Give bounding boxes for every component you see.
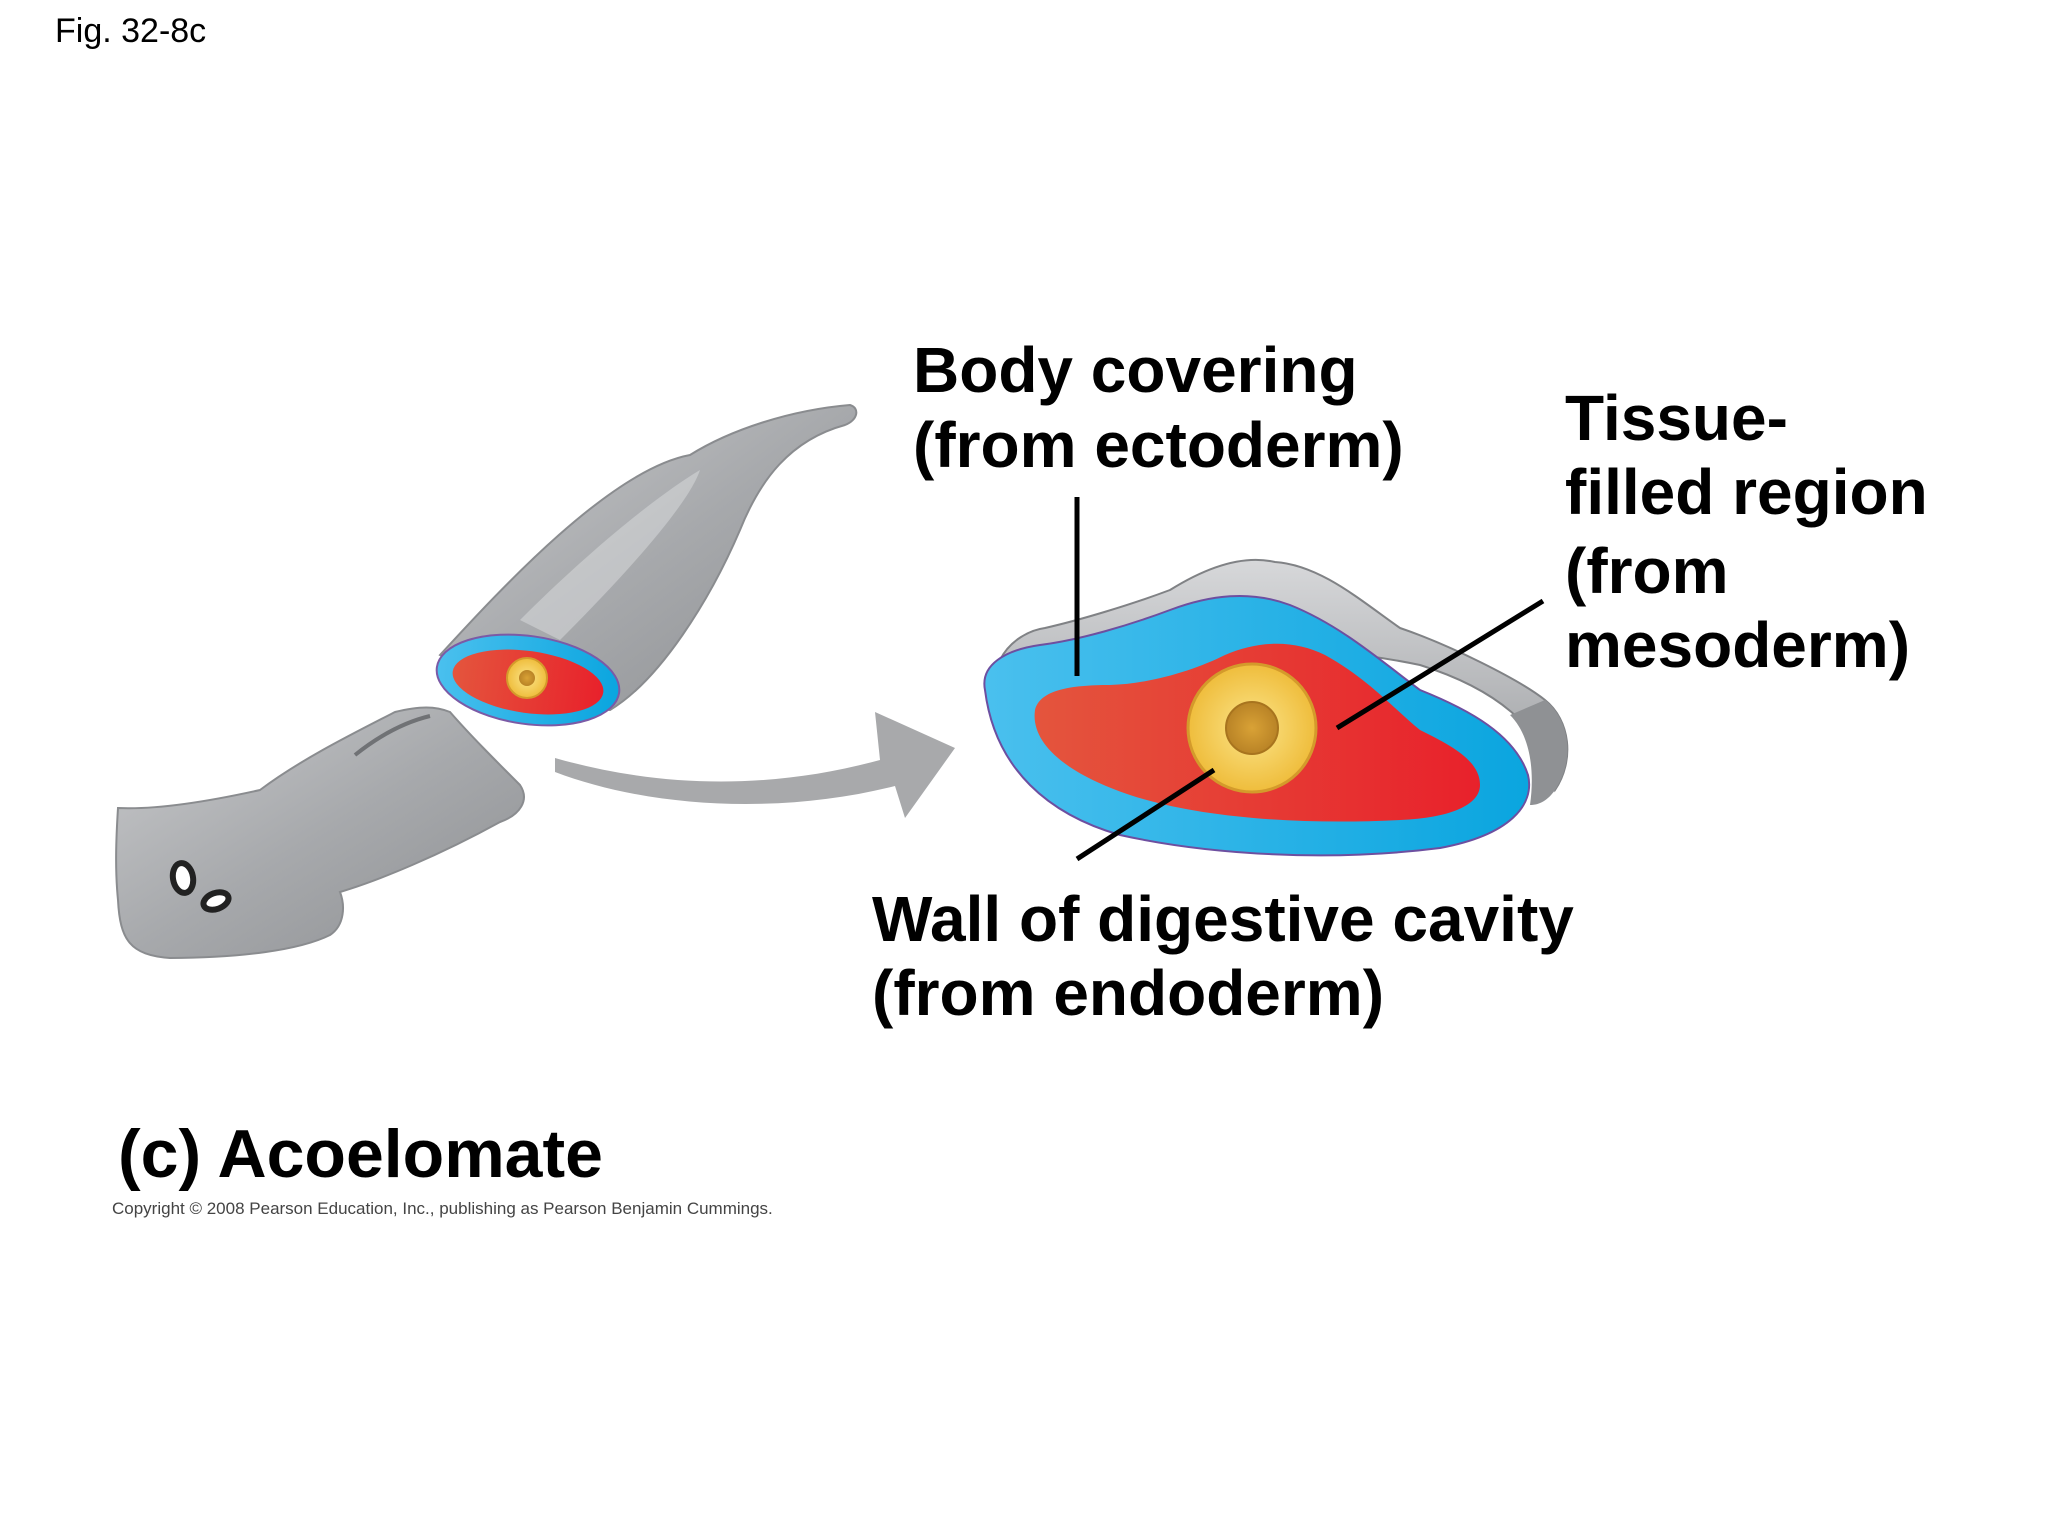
worm-head-segment (115, 706, 525, 960)
tissue-filled-line-3: (from (1565, 535, 1729, 608)
worm-head-ridge (353, 714, 431, 757)
worm-head-body (115, 706, 525, 960)
left-eyespot-icon (169, 860, 197, 896)
worm-tail-highlight (520, 470, 700, 640)
gut-lumen (1225, 701, 1279, 755)
tissue-filled-leader (1335, 598, 1545, 731)
tissue-filled-line-1: Tissue- (1565, 382, 1788, 454)
digestive-wall-leader (1075, 767, 1216, 862)
panel-title: (c) Acoelomate (118, 1116, 603, 1192)
right-eyespot-icon (200, 889, 232, 913)
worm-tail-segment (435, 403, 858, 727)
body-covering-line-2: (from ectoderm) (913, 408, 1404, 481)
worm-tail-body (438, 403, 858, 712)
enlarged-cross-section (983, 558, 1569, 857)
magnify-arrow (555, 712, 955, 818)
small-gut-lumen (519, 670, 535, 686)
figure-number: Fig. 32-8c (55, 12, 207, 50)
digestive-wall-line-2: (from endoderm) (872, 956, 1384, 1029)
tissue-filled-line-4: mesoderm) (1565, 608, 1910, 681)
section-right-side (1510, 700, 1568, 805)
copyright-notice: Copyright © 2008 Pearson Education, Inc.… (112, 1199, 773, 1218)
body-covering-line-1: Body covering (913, 334, 1358, 406)
section-outer-wall (998, 558, 1569, 793)
digestive-wall-label: Wall of digestive cavity (from endoderm) (872, 883, 1574, 1030)
digestive-wall-line-1: Wall of digestive cavity (872, 883, 1574, 955)
tissue-filled-label: Tissue- filled region (from mesoderm) (1565, 382, 1928, 682)
body-covering-label: Body covering (from ectoderm) (913, 333, 1404, 483)
tissue-filled-line-2: filled region (1565, 455, 1928, 528)
